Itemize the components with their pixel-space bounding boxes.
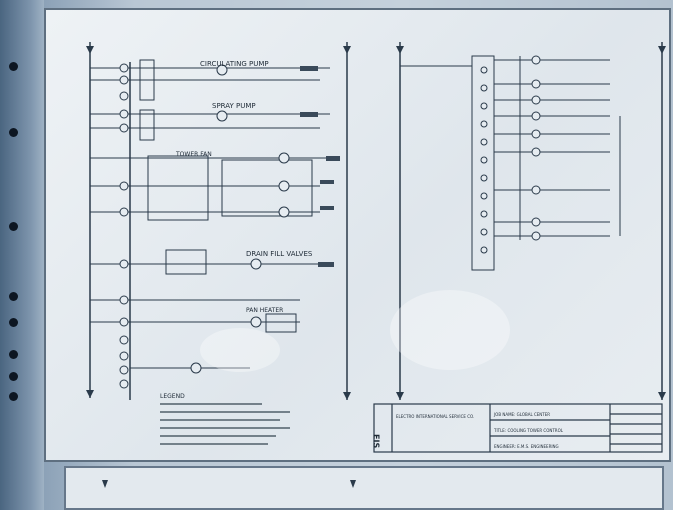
circulating-pump-label: CIRCULATING PUMP [200, 60, 269, 68]
punch-hole [9, 292, 18, 301]
tower-fan-label: TOWER FAN [175, 151, 212, 158]
punch-hole [9, 222, 18, 231]
project-name: JOB NAME: GLOBAL CENTER [493, 412, 550, 417]
pan-heater-label: PAN HEATER [246, 307, 283, 314]
punch-hole [9, 392, 18, 401]
punch-hole [9, 62, 18, 71]
binder-edge [0, 0, 44, 510]
second-sheet [64, 466, 664, 510]
engineer-name: ENGINEER: E.M.S. ENGINEERING [494, 444, 559, 449]
drawing-title: TITLE: COOLING TOWER CONTROL [493, 428, 564, 433]
spray-pump-label: SPRAY PUMP [212, 102, 256, 110]
punch-hole [9, 350, 18, 359]
punch-hole [9, 318, 18, 327]
legend-title: LEGEND [160, 393, 185, 400]
punch-hole [9, 372, 18, 381]
company-name: ELECTRO INTERNATIONAL SERVICE CO. [396, 414, 474, 419]
punch-hole [9, 128, 18, 137]
company-logo: EIS [372, 434, 381, 448]
drain-fill-label: DRAIN FILL VALVES [246, 250, 313, 258]
